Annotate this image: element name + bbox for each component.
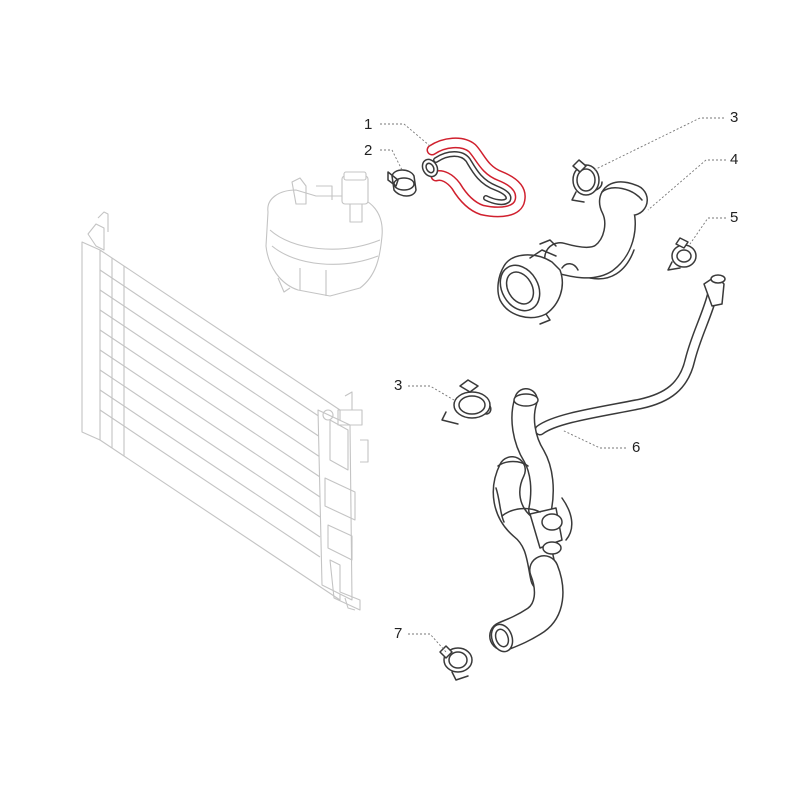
leader-lines (380, 117, 726, 653)
callout-7: 7 (394, 625, 402, 642)
callout-4: 4 (730, 151, 738, 168)
radiator-core-fins (99, 258, 321, 558)
callout-2: 2 (364, 142, 372, 159)
callout-labels: 1 2 3 4 5 3 6 7 (364, 109, 738, 642)
callout-3-lower: 3 (394, 377, 402, 394)
upper-hose-connector (497, 239, 579, 325)
lower-radiator-hose[interactable] (488, 274, 726, 655)
expansion-tank (265, 171, 383, 297)
bleed-hose-clamp[interactable] (667, 237, 697, 271)
radiator (81, 211, 369, 611)
callout-3-upper: 3 (730, 109, 738, 126)
callout-1: 1 (364, 116, 372, 133)
outlet-clamp[interactable] (439, 645, 473, 681)
callout-5: 5 (730, 209, 738, 226)
callout-6: 6 (632, 439, 640, 456)
lower-hose-clamp[interactable] (441, 379, 492, 425)
small-clamp[interactable] (387, 169, 417, 197)
upper-radiator-hose[interactable] (492, 181, 648, 325)
overflow-hose[interactable] (419, 137, 526, 218)
upper-hose-clamp[interactable] (571, 159, 603, 203)
